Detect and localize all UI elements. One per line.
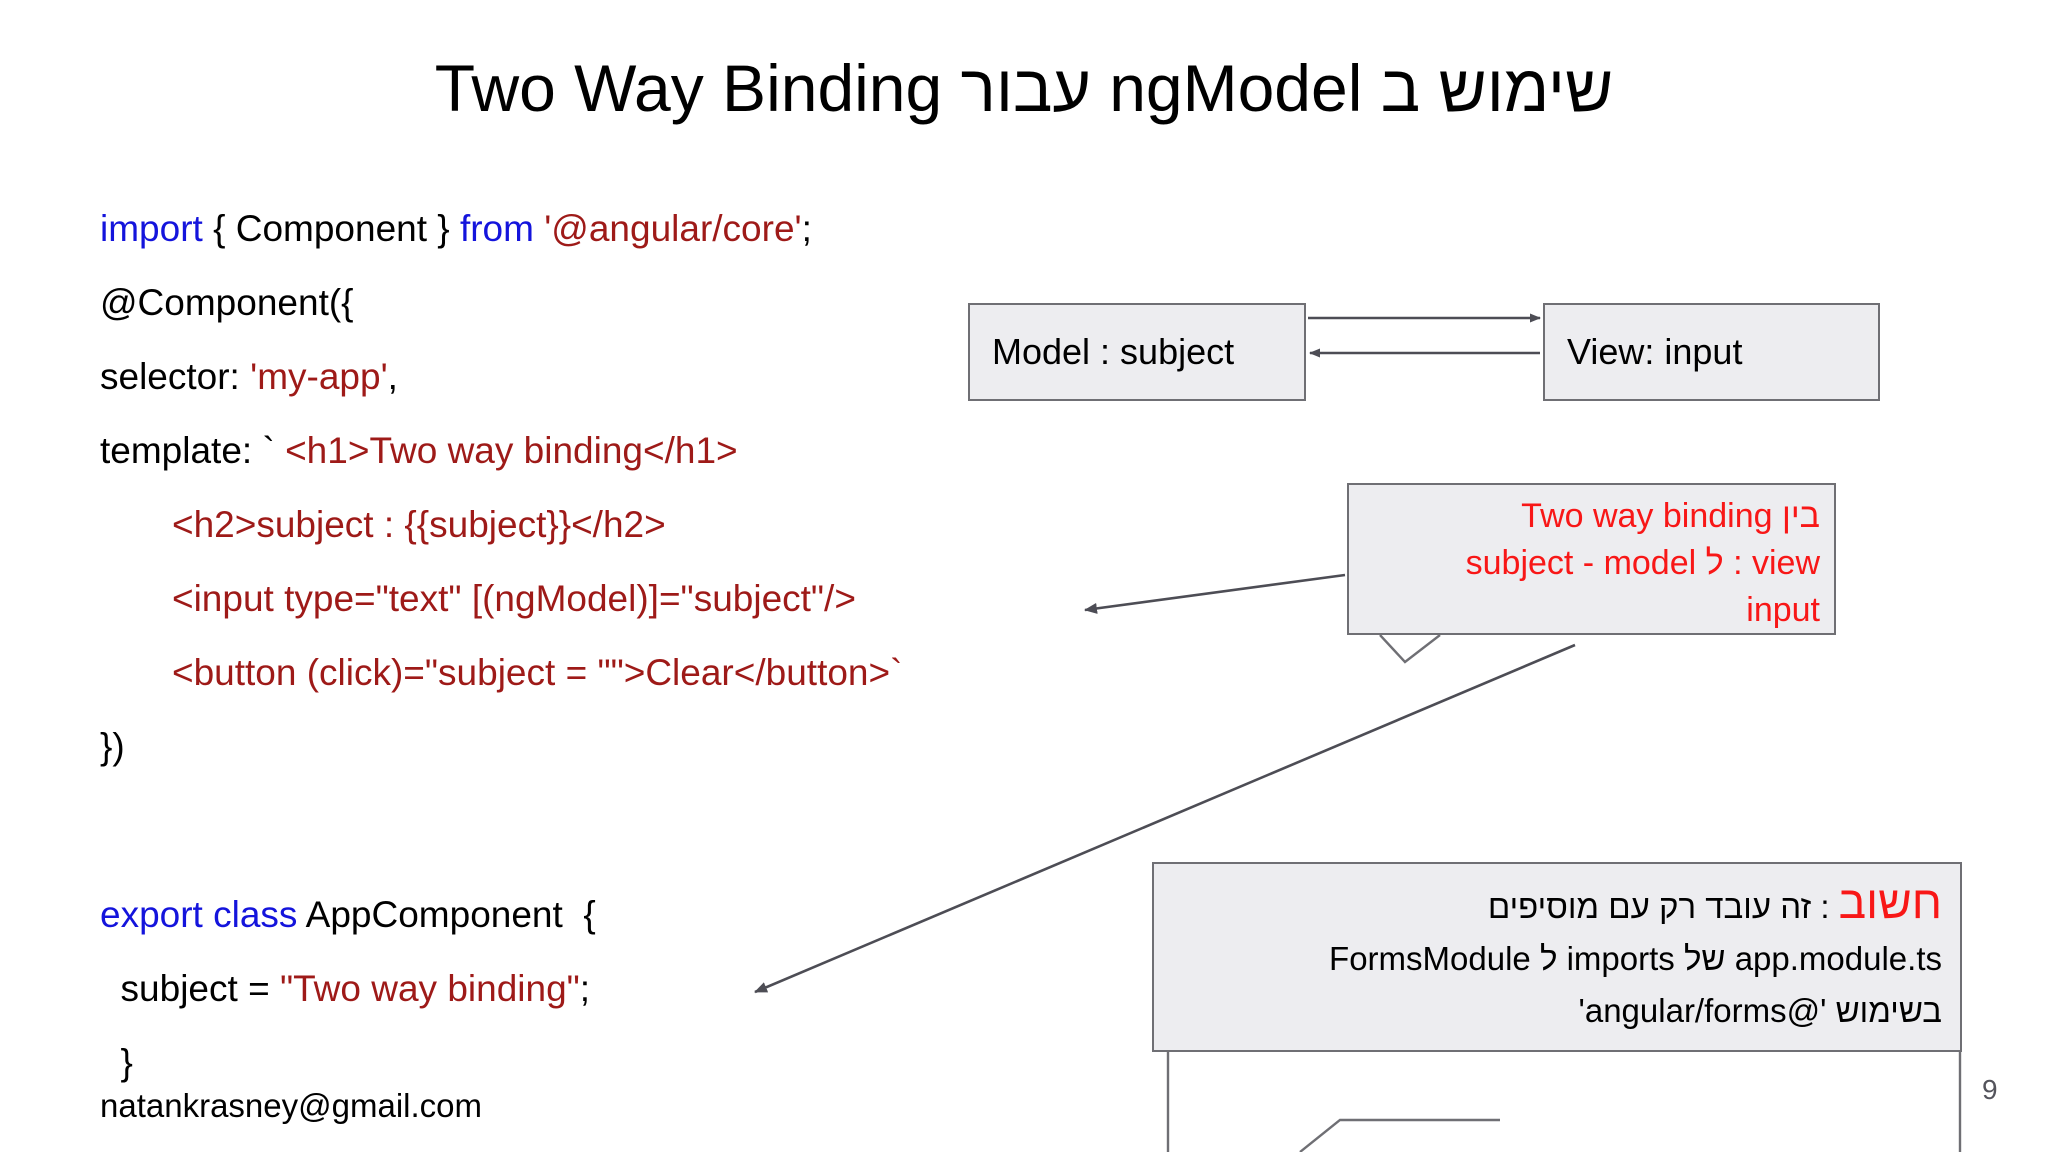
code-upper-line-5-token-1: <input type="text" [(ngModel)]="subject"… [171, 578, 856, 619]
code-upper-line-6-token-1: <button (click)="subject = "">Clear</but… [171, 652, 903, 693]
code-block-upper: import { Component } from '@angular/core… [100, 192, 1150, 784]
code-upper-line-0-token-0: import [100, 208, 203, 249]
code-lower-line-2: } [100, 1026, 1150, 1100]
important-note-line-0-text: : זה עובד רק עם מוסיפים [1487, 888, 1839, 925]
code-upper-line-2-token-1: 'my-app' [250, 356, 388, 397]
code-upper-line-1-token-0: @Component({ [100, 282, 354, 323]
code-lower-line-0-token-0: export class [100, 894, 298, 935]
model-box-label: Model : subject [992, 331, 1235, 372]
red-callout-tail [1379, 634, 1441, 664]
code-lower-line-1-token-0: subject = [100, 968, 280, 1009]
code-lower-line-0: export class AppComponent { [100, 878, 1150, 952]
binding-note-line-2: input [1746, 591, 1820, 629]
code-upper-line-0-token-3 [534, 208, 544, 249]
code-upper-line-3-token-1: <h1>Two way binding</h1> [285, 430, 738, 471]
code-upper-line-4-token-0 [100, 504, 172, 545]
important-note-line-0: חשוב : זה עובד רק עם מוסיפים [1172, 876, 1942, 933]
code-lower-line-1: subject = "Two way binding"; [100, 952, 1150, 1026]
page-number: 9 [1982, 1074, 1998, 1105]
code-upper-line-7: }) [100, 710, 1150, 784]
binding-note-callout: Two way binding בין subject - model ל : v… [1347, 483, 1836, 635]
code-lower-line-2-token-0: } [100, 1042, 133, 1083]
important-callout-notch [1299, 1118, 1500, 1152]
important-note-line-1: FormsModule ל imports של app.module.ts [1329, 940, 1942, 977]
code-lower-line-1-token-2: ; [579, 968, 591, 1009]
code-upper-line-6: <button (click)="subject = "">Clear</but… [100, 636, 1150, 710]
code-upper-line-5-token-0 [100, 578, 172, 619]
page-title: שימוש ב ngModel עבור Two Way Binding [434, 51, 1614, 125]
footer-email: natankrasney@gmail.com [100, 1087, 482, 1124]
code-upper-line-0-token-2: from [459, 208, 534, 249]
important-note-line-2: בשימוש '@angular/forms' [1578, 992, 1942, 1029]
binding-note-line-1: subject - model ל : view [1465, 544, 1820, 582]
view-box-label: View: input [1567, 331, 1743, 372]
code-upper-line-0-token-4: '@angular/core' [544, 208, 802, 249]
important-note-callout: חשוב : זה עובד רק עם מוסיפים FormsModule … [1152, 862, 1962, 1052]
code-upper-line-4: <h2>subject : {{subject}}</h2> [100, 488, 1150, 562]
code-upper-line-0-token-1: { Component } [202, 208, 460, 249]
code-upper-line-7-token-0: }) [100, 726, 125, 767]
binding-note-line-0: Two way binding בין [1521, 497, 1820, 535]
code-upper-line-6-token-0 [100, 652, 172, 693]
code-upper-line-3-token-0: template: ` [100, 430, 286, 471]
code-upper-line-4-token-1: <h2>subject : {{subject}}</h2> [171, 504, 666, 545]
code-lower-line-1-token-1: "Two way binding" [279, 968, 580, 1009]
code-upper-line-1: @Component({ [100, 266, 1150, 340]
important-keyword: חשוב [1838, 876, 1942, 928]
model-box: Model : subject [968, 303, 1306, 401]
code-upper-line-2-token-0: selector: [100, 356, 251, 397]
code-lower-line-0-token-1: AppComponent { [297, 894, 596, 935]
view-box: View: input [1543, 303, 1880, 401]
code-upper-line-2-token-2: , [387, 356, 398, 397]
code-upper-line-5: <input type="text" [(ngModel)]="subject"… [100, 562, 1150, 636]
code-upper-line-0: import { Component } from '@angular/core… [100, 192, 1150, 266]
code-upper-line-3: template: ` <h1>Two way binding</h1> [100, 414, 1150, 488]
code-upper-line-0-token-5: ; [801, 208, 812, 249]
code-block-lower: export class AppComponent { subject = "T… [100, 878, 1150, 1100]
code-upper-line-2: selector: 'my-app', [100, 340, 1150, 414]
